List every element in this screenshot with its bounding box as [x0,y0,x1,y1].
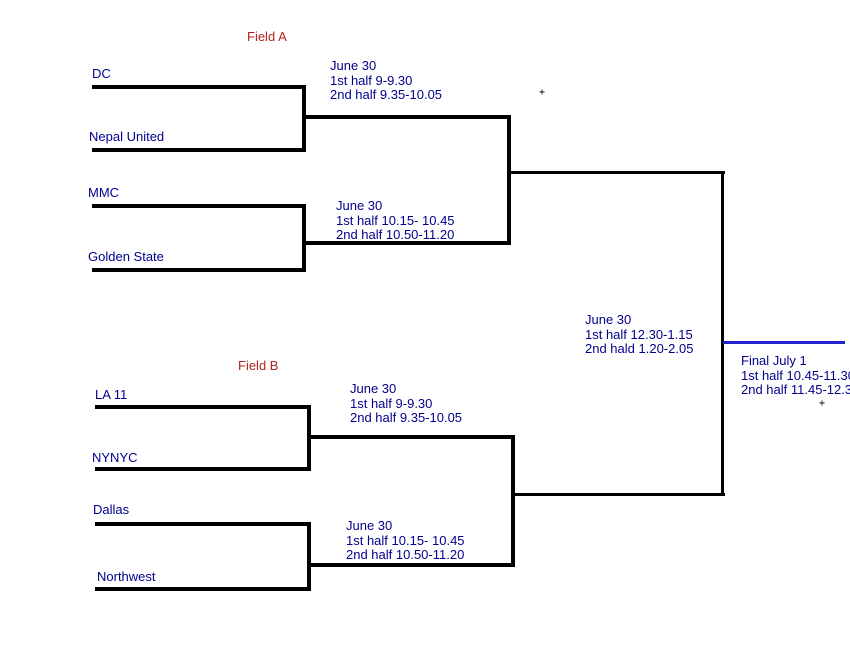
schedule-game-b2: June 30 1st half 10.15- 10.45 2nd half 1… [346,518,465,563]
connector-semifinal-b [511,435,515,567]
schedule-final: Final July 1 1st half 10.45-11.30 2nd ha… [741,353,850,398]
final-second-half: 2nd half 11.45-12.30 [741,382,850,397]
connector-semifinal-a [507,115,511,245]
bracket-line-nepal-united [92,148,306,152]
bracket-line-nynyc [95,467,311,471]
game-second-half: 2nd half 10.50-11.20 [346,547,465,562]
final-first-half: 1st half 10.45-11.30 [741,367,850,383]
bracket-line-mmc [92,204,306,208]
team-dc: DC [92,66,111,81]
game-first-half: 1st half 9-9.30 [330,72,413,88]
team-nynyc: NYNYC [92,450,138,465]
bracket-line-golden-state [92,268,306,272]
connector-game-a2 [302,204,306,272]
bracket-line-northwest [95,587,311,591]
game-first-half: 1st half 9-9.30 [350,395,433,411]
connector-final [721,171,724,496]
connector-game-b2 [307,522,311,591]
field-b-label: Field B [238,358,279,373]
schedule-game-a1: June 30 1st half 9-9.30 2nd half 9.35-10… [330,58,443,103]
game-first-half: 1st half 10.15- 10.45 [346,532,465,548]
team-mmc: MMC [88,185,120,200]
team-la-11: LA 11 [95,387,128,402]
plus-marker-icon: + [539,87,546,98]
team-northwest: Northwest [97,569,156,584]
game-date: June 30 [346,518,393,533]
winner-line-semifinal-a [507,171,725,174]
game-second-half: 2nd half 10.50-11.20 [336,227,455,242]
winner-line-game-b2 [307,563,515,567]
game-date: June 30 [350,381,397,396]
winner-line-semifinal-b [511,493,725,496]
team-golden-state: Golden State [88,249,164,264]
game-date: June 30 [585,312,632,327]
plus-marker-icon: + [819,398,826,409]
team-dallas: Dallas [93,502,130,517]
game-second-half: 2nd half 9.35-10.05 [350,410,463,425]
winner-line-game-b1 [307,435,515,439]
final-date: Final July 1 [741,353,807,368]
game-date: June 30 [330,58,377,73]
game-first-half: 1st half 10.15- 10.45 [336,212,455,228]
game-second-half: 2nd hald 1.20-2.05 [585,341,694,356]
bracket-line-dallas [95,522,311,526]
schedule-game-a2: June 30 1st half 10.15- 10.45 2nd half 1… [336,198,455,243]
winner-line-game-a2 [302,241,511,245]
winner-line-game-a1 [302,115,511,119]
bracket-line-la-11 [95,405,311,409]
schedule-game-b1: June 30 1st half 9-9.30 2nd half 9.35-10… [350,381,463,426]
team-nepal-united: Nepal United [89,129,165,144]
game-first-half: 1st half 12.30-1.15 [585,326,693,342]
game-second-half: 2nd half 9.35-10.05 [330,87,443,102]
game-date: June 30 [336,198,383,213]
schedule-semifinal: June 30 1st half 12.30-1.15 2nd hald 1.2… [585,312,694,357]
bracket-line-dc [92,85,306,89]
final-winner-line [723,341,845,344]
field-a-label: Field A [247,29,287,44]
